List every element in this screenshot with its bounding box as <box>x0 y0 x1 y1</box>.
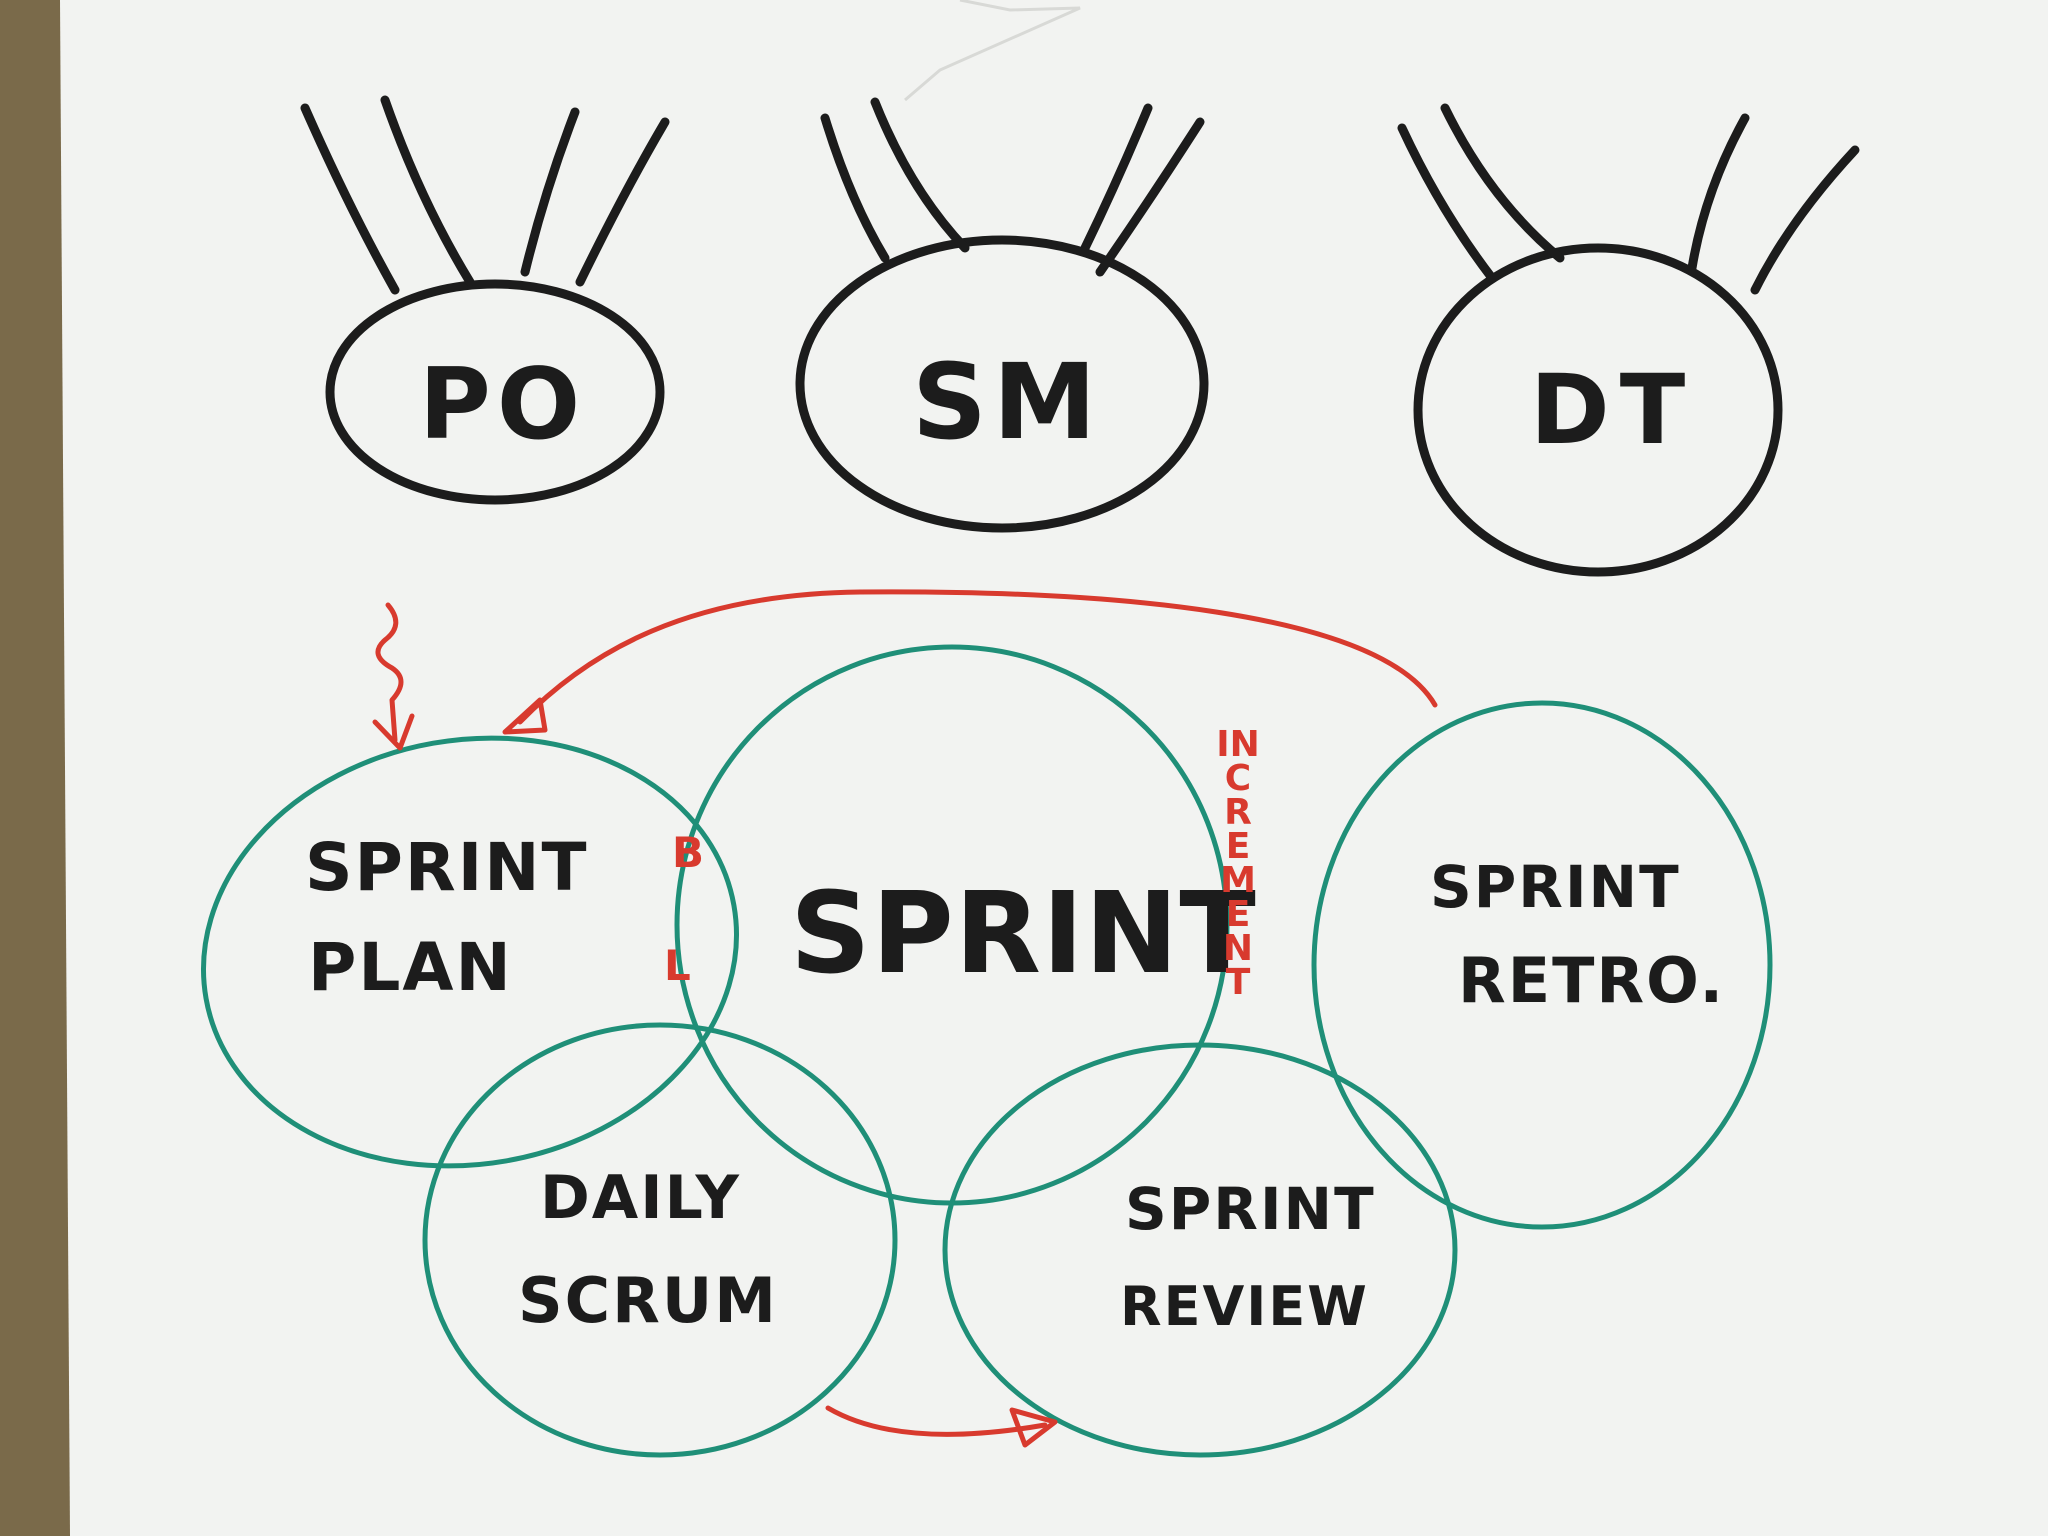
backlog-label-l: L <box>664 941 691 990</box>
sprint-planning-circle <box>201 735 739 1169</box>
role-dt-head <box>1413 243 1783 577</box>
paper-sheet <box>60 0 2048 1536</box>
daily-scrum-label-line1: DAILY <box>540 1163 741 1233</box>
scrum-to-review-arrow <box>825 1405 1048 1437</box>
paper-crease <box>904 0 1081 102</box>
role-sm-head <box>795 235 1209 533</box>
role-po-head <box>325 279 665 505</box>
role-dt-label: DT <box>1530 354 1696 466</box>
retro-to-planning-arrowhead <box>502 697 548 735</box>
role-po-figure <box>300 95 670 505</box>
role-sm-hair <box>820 97 1205 277</box>
daily-scrum-circle <box>422 1022 898 1458</box>
backlog-label-b: B <box>672 828 705 877</box>
daily-scrum-label-line2: SCRUM <box>518 1264 778 1337</box>
role-sm-figure <box>795 97 1209 533</box>
role-dt-figure <box>1397 103 1860 577</box>
sprint-planning-label-line2: PLAN <box>308 929 513 1006</box>
input-arrow-squiggle <box>375 602 404 743</box>
sprint-retro-label-line2: RETRO. <box>1458 944 1726 1017</box>
sprint-review-circle <box>942 1042 1458 1458</box>
role-dt-hair <box>1397 103 1860 295</box>
input-arrowhead <box>372 713 415 751</box>
role-po-hair <box>300 95 670 295</box>
retro-to-planning-arrow <box>517 589 1438 725</box>
sprint-review-label-line2: REVIEW <box>1120 1275 1369 1338</box>
role-po-label: PO <box>419 348 587 462</box>
scrum-to-review-arrowhead <box>1009 1407 1058 1448</box>
sprint-retro-circle <box>1311 700 1773 1230</box>
sprint-retro-label-line1: SPRINT <box>1430 853 1681 921</box>
sprint-planning-label-line1: SPRINT <box>305 829 589 906</box>
increment-label: INCREMENT <box>1216 724 1260 1003</box>
sprint-review-label-line1: SPRINT <box>1125 1175 1376 1243</box>
red-arrows <box>372 589 1438 1448</box>
sprint-label: SPRINT <box>790 869 1257 999</box>
event-circles <box>201 644 1773 1458</box>
role-sm-label: SM <box>912 341 1103 463</box>
